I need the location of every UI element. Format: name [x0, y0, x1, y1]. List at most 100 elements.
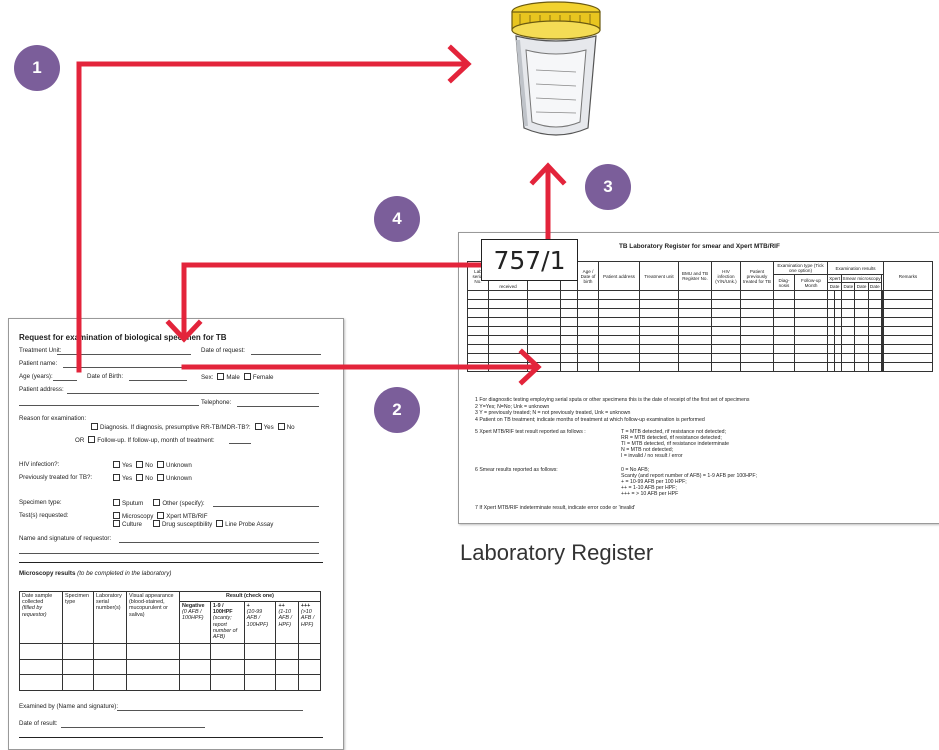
reg-note-5: 5 Xpert MTB/RIF test result reported as …: [475, 429, 586, 435]
col-scanty-note: (scanty; report number of AFB): [212, 615, 238, 641]
reason-label: Reason for examination:: [19, 415, 87, 422]
dob-label: Date of Birth:: [87, 373, 124, 380]
table-row: [19, 658, 322, 676]
address-label: Patient address:: [19, 386, 64, 393]
tests-label: Test(s) requested:: [19, 512, 69, 519]
requestor-label: Name and signature of requestor:: [19, 535, 112, 542]
reg-col-exam-results: Examination results: [827, 260, 884, 276]
age-label: Age (years):: [19, 373, 53, 380]
microscopy-checkbox: [113, 512, 120, 519]
reg-col-s3-date: Date: [867, 282, 882, 292]
yes-label: Yes: [263, 424, 274, 431]
hiv-no-label: No: [145, 462, 154, 469]
dst-label: Drug susceptibility: [161, 521, 213, 528]
culture-checkbox: [113, 520, 120, 527]
microscopy-label: Microscopy: [122, 513, 154, 520]
form-title: Request for examination of biological sp…: [19, 333, 227, 342]
col-lab: Laboratory serial number(s): [93, 591, 127, 644]
specimen-container-image: [511, 1, 601, 136]
reg-col-address: Patient address: [598, 260, 640, 292]
smear-code-2: Scanty (and report number of AFB) = 1-9 …: [621, 473, 757, 479]
col-neg: Negative: [182, 603, 205, 609]
telephone-label: Telephone:: [201, 399, 232, 406]
arrow-4: [181, 262, 484, 340]
reg-col-remarks: Remarks: [883, 260, 933, 292]
microscopy-results-table: Date sample collected(filled by requesto…: [19, 591, 322, 691]
sex-label: Sex:: [201, 374, 214, 381]
date-of-request-label: Date of request:: [201, 347, 246, 354]
specimen-type-label: Specimen type:: [19, 499, 62, 506]
lpa-label: Line Probe Assay: [225, 521, 274, 528]
male-checkbox: [217, 373, 225, 380]
table-row: [19, 674, 322, 691]
smear-code-5: +++ = > 10 AFB per HPF: [621, 491, 679, 497]
arrow-2-head: [518, 348, 542, 386]
rr-no-checkbox: [277, 423, 285, 430]
arrow-1-head: [447, 44, 472, 84]
sputum-label: Sputum: [122, 500, 144, 507]
reg-col-unit: Treatment unit: [639, 260, 679, 292]
col-scanty: 1-9 / 100HPF: [212, 603, 233, 616]
table-row: [467, 335, 933, 346]
prev-no-checkbox: [136, 474, 144, 481]
request-form: Request for examination of biological sp…: [8, 318, 344, 750]
table-row: [467, 308, 933, 319]
hiv-no-checkbox: [136, 461, 144, 468]
prev-unknown-checkbox: [157, 474, 165, 481]
xpert-label: Xpert MTB/RIF: [166, 513, 208, 520]
col-specimen: Specimen type: [62, 591, 94, 644]
date-result-label: Date of result:: [19, 720, 58, 727]
rr-yes-checkbox: [254, 423, 262, 430]
prev-yes-checkbox: [113, 474, 120, 481]
hiv-yes-label: Yes: [122, 462, 133, 469]
other-checkbox: [153, 499, 161, 506]
smear-code-3: + = 10-99 AFB per 100 HPF;: [621, 479, 687, 485]
reg-note-3: 3 Y = previously treated; N = not previo…: [475, 410, 631, 416]
followup-checkbox: [88, 436, 96, 443]
diagnosis-label: Diagnosis. If diagnosis, presumptive RR-…: [100, 424, 251, 431]
col-plus3: +++: [300, 603, 311, 609]
hiv-yes-checkbox: [113, 461, 120, 468]
reg-note-1: 1 For diagnostic testing employing seria…: [475, 397, 750, 403]
step-badge-1: 1: [14, 45, 60, 91]
prev-treated-label: Previously treated for TB?:: [19, 474, 93, 481]
reg-col-age: Age / Date of birth: [577, 260, 599, 292]
hiv-unknown-checkbox: [157, 461, 165, 468]
no-label: No: [286, 424, 295, 431]
prev-unknown-label: Unknown: [166, 475, 192, 482]
reg-note-2: 2 Y=Yes; N=No; Unk = unknown: [475, 404, 550, 410]
sample-id-label: 757/1: [481, 239, 578, 281]
culture-label: Culture: [122, 521, 142, 528]
arrow-1: [76, 61, 469, 373]
smear-code-1: 0 = No AFB;: [621, 467, 650, 473]
col-date: Date sample collected: [22, 593, 53, 606]
xpert-code-2: RR = MTB detected, rif resistance detect…: [621, 435, 722, 441]
micro-results-title: Microscopy results: [19, 570, 76, 577]
hiv-unknown-label: Unknown: [166, 462, 192, 469]
step-badge-2: 2: [374, 387, 420, 433]
arrow-4-head: [165, 319, 203, 343]
prev-no-label: No: [145, 475, 154, 482]
dst-checkbox: [152, 520, 160, 527]
col-plus2: ++: [278, 603, 285, 609]
xpert-code-1: T = MTB detected, rif resistance not det…: [621, 429, 727, 435]
male-label: Male: [226, 374, 240, 381]
micro-results-note: (to be completed in the laboratory): [77, 570, 172, 577]
col-visual: Visual appearance (blood-stained, mucopu…: [126, 591, 180, 644]
xpert-code-4: N = MTB not detected;: [621, 447, 674, 453]
reg-col-exam-type: Examination type (Tick one option): [773, 260, 828, 276]
reg-note-7: 7 If Xpert MTB/RIF indeterminate result,…: [475, 505, 636, 511]
xpert-code-3: TI = MTB detected, rif resistance indete…: [621, 441, 729, 447]
other-label: Other (specify):: [162, 500, 205, 507]
reg-col-follow: Follow-up Month: [794, 274, 828, 292]
followup-label: Follow-up. If follow-up, month of treatm…: [97, 437, 215, 444]
step-badge-4: 4: [374, 196, 420, 242]
arrow-3-head: [529, 162, 567, 186]
patient-name-label: Patient name:: [19, 360, 58, 367]
smear-code-4: ++ = 1-10 AFB per HPF;: [621, 485, 677, 491]
diagnosis-checkbox: [91, 423, 98, 430]
xpert-checkbox: [157, 512, 165, 519]
xpert-code-5: I = invalid / no result / error: [621, 453, 683, 459]
col-plus1-note: (10-99 AFB / 100HPF): [246, 609, 269, 628]
